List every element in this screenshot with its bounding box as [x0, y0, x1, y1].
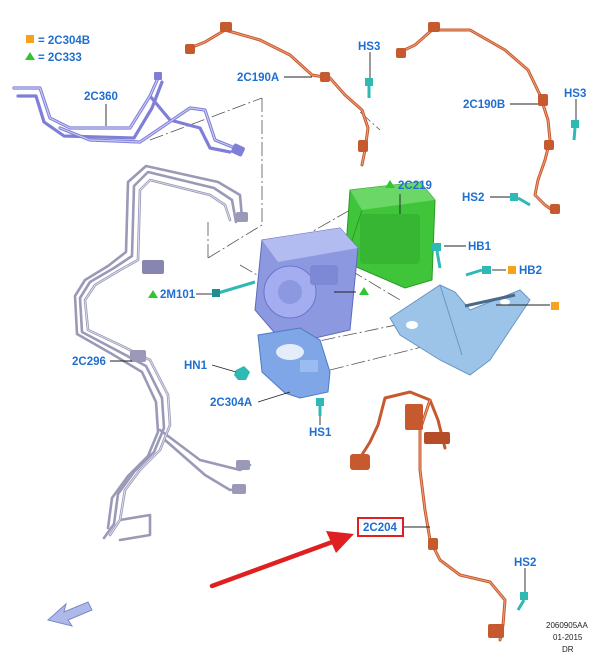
callout-2M101[interactable]: 2M101 — [160, 289, 196, 301]
callout-2C304A[interactable]: 2C304A — [210, 397, 252, 409]
sensor-cable-2C190A[interactable] — [185, 22, 370, 167]
brake-line-2C296[interactable] — [73, 164, 252, 542]
fasteners — [212, 78, 579, 611]
callout-2C360[interactable]: 2C360 — [84, 91, 118, 103]
direction-arrow-icon — [46, 601, 93, 627]
nut-HN1[interactable] — [234, 366, 250, 380]
triangle-marker-icon — [148, 290, 158, 298]
callout-2C296[interactable]: 2C296 — [72, 356, 106, 368]
bolt-HS3-left[interactable] — [365, 78, 373, 98]
bolt-2M101[interactable] — [212, 280, 256, 297]
legend: = 2C304B = 2C333 — [25, 35, 90, 64]
drawing-region: DR — [562, 645, 574, 654]
bolt-HS2-lower[interactable] — [516, 592, 528, 611]
bolt-HB1[interactable] — [432, 243, 442, 269]
square-marker-icon — [508, 266, 516, 274]
bolt-HS3-right[interactable] — [571, 120, 579, 141]
callout-2C219[interactable]: 2C219 — [398, 180, 432, 192]
callout-HS3-left[interactable]: HS3 — [358, 41, 380, 53]
bolt-HS1[interactable] — [316, 398, 324, 416]
brake-line-2C360[interactable] — [12, 72, 246, 157]
triangle-marker-icon — [359, 287, 369, 295]
highlight-box — [357, 517, 404, 537]
footer-info: 2060905AA 01-2015 DR — [546, 621, 588, 654]
callout-2C204[interactable]: 2C204 — [363, 522, 397, 534]
triangle-marker-icon — [385, 180, 395, 188]
callout-HB1[interactable]: HB1 — [468, 241, 492, 253]
bracket-2C304A[interactable] — [257, 327, 331, 399]
drawing-code: 2060905AA — [546, 621, 588, 630]
square-marker-icon — [551, 302, 559, 310]
legend-triangle-icon — [25, 52, 35, 60]
callout-HS1[interactable]: HS1 — [309, 427, 332, 439]
callout-2C190B[interactable]: 2C190B — [463, 99, 505, 111]
callout-HS2-lower[interactable]: HS2 — [514, 557, 536, 569]
bolt-HS2-upper[interactable] — [510, 193, 531, 207]
sensor-cable-2C190B[interactable] — [396, 22, 560, 214]
legend-item-2C333: = 2C333 — [38, 52, 82, 64]
sensor-cable-2C204[interactable] — [350, 390, 507, 642]
callouts: 2C360 2C190A HS3 2C190B HS3 HS2 2C219 HB… — [72, 41, 586, 569]
drawing-date: 01-2015 — [553, 633, 583, 642]
callout-HS3-right[interactable]: HS3 — [564, 88, 586, 100]
bolt-HB2[interactable] — [465, 266, 491, 277]
leader-lines — [105, 52, 577, 592]
highlighted-callout: 2C204 — [357, 517, 404, 537]
hydraulic-control-unit[interactable] — [254, 227, 359, 346]
callout-HB2[interactable]: HB2 — [519, 265, 542, 277]
callout-HN1[interactable]: HN1 — [184, 360, 208, 372]
red-arrow-icon — [209, 531, 354, 589]
legend-square-icon — [26, 35, 34, 43]
abs-control-module-2C219[interactable] — [344, 181, 436, 289]
callout-HS2-upper[interactable]: HS2 — [462, 192, 484, 204]
callout-2C190A[interactable]: 2C190A — [237, 72, 279, 84]
mounting-bracket[interactable] — [389, 284, 531, 376]
legend-item-2C304B: = 2C304B — [38, 35, 90, 47]
